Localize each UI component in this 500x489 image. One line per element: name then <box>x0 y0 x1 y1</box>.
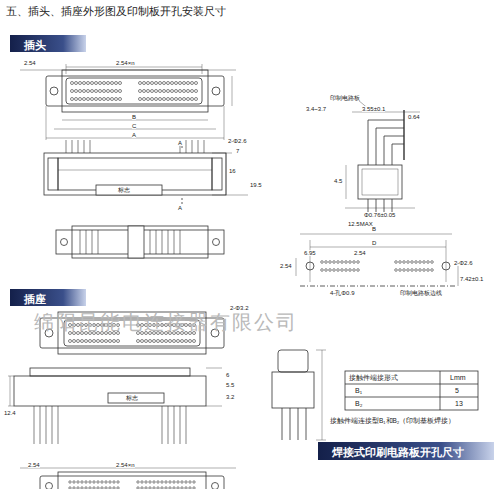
watermark: 绵阳昆能电连接器有限公司 <box>34 312 298 332</box>
dimension-label: 6.95 <box>304 250 316 256</box>
dimension-label: 接触件端连接型B₁和B₂（印制基板焊接） <box>330 418 455 425</box>
dimension-label: B <box>132 114 136 120</box>
dimension-label: 2.54×n <box>116 60 135 66</box>
band-label: 插座 <box>10 293 46 305</box>
socket-bottom-view <box>20 468 236 489</box>
dimension-label: 3.4~3.7 <box>306 106 326 112</box>
dimension-label: 2-Φ2.6 <box>228 138 246 144</box>
dimension-label: 16 <box>229 168 236 174</box>
table-cell: B₁ <box>355 387 362 394</box>
table-cell: B₂ <box>355 400 362 407</box>
dimension-label: 12.4 <box>4 410 16 416</box>
section-band: 插座 <box>10 289 86 306</box>
dimension-label: B <box>372 226 376 232</box>
dimension-label: 2.54 <box>28 462 40 468</box>
dimension-label: 4.5 <box>334 178 342 184</box>
plug-top-view <box>20 64 236 140</box>
dimension-label: 2.54 <box>280 263 292 269</box>
dimension-label: 0.64 <box>408 114 420 120</box>
dimension-label: 7 <box>236 148 239 154</box>
dimension-label: 6 <box>226 372 229 378</box>
table-cell: 接触件端接形式 <box>349 374 398 381</box>
pcb-hole-pattern <box>296 234 458 286</box>
dimension-label: 3.55±0.1 <box>362 106 385 112</box>
dimension-label: 7.42±0.1 <box>460 276 483 282</box>
band-label: 焊接式印刷电路板开孔尺寸 <box>318 446 464 458</box>
dimension-label: 印制电路板边线 <box>400 290 442 296</box>
dimension-label: 3.2 <box>226 394 234 400</box>
title: 五、插头、插座外形图及印制板开孔安装尺寸 <box>6 4 226 19</box>
dimension-label: 标志 <box>118 187 130 193</box>
section-band: 插头 <box>10 35 86 52</box>
dimension-label: C <box>132 123 136 129</box>
plug-side-view <box>44 146 248 204</box>
dimension-label: 4-孔Φ0.9 <box>330 290 354 296</box>
dimension-label: 19.5 <box>250 182 262 188</box>
dimension-label: 12.5MAX <box>348 221 373 227</box>
dimension-label: 5.5 <box>226 382 234 388</box>
dimension-label: 2-Φ3.2 <box>230 305 248 311</box>
dimension-label: 2.54 <box>354 250 366 256</box>
table-cell: 13 <box>455 400 463 407</box>
termination-table <box>345 371 478 410</box>
dimension-label: A <box>178 140 182 146</box>
dimension-label: 2-Φ2.6 <box>454 260 472 266</box>
dimension-label: 印制电路板 <box>330 95 360 101</box>
socket-side-view <box>8 368 222 406</box>
plug-bottom-view <box>56 226 224 258</box>
dimension-label: A <box>132 132 136 138</box>
dimension-label: 2.54 <box>24 60 36 66</box>
dimension-label: Φ0.76±0.05 <box>364 212 395 218</box>
table-cell: Lmm <box>450 374 466 381</box>
band-label: 插头 <box>10 39 46 51</box>
section-band: 焊接式印刷电路板开孔尺寸 <box>318 442 494 460</box>
dimension-label: D <box>372 240 376 246</box>
socket-end-view <box>272 350 326 440</box>
table-cell: 5 <box>455 387 459 394</box>
dimension-label: A <box>178 205 182 211</box>
dimension-label: 2.54×n <box>116 462 135 468</box>
dimension-label: 标志 <box>126 395 138 401</box>
plug-pin-detail <box>345 100 420 212</box>
